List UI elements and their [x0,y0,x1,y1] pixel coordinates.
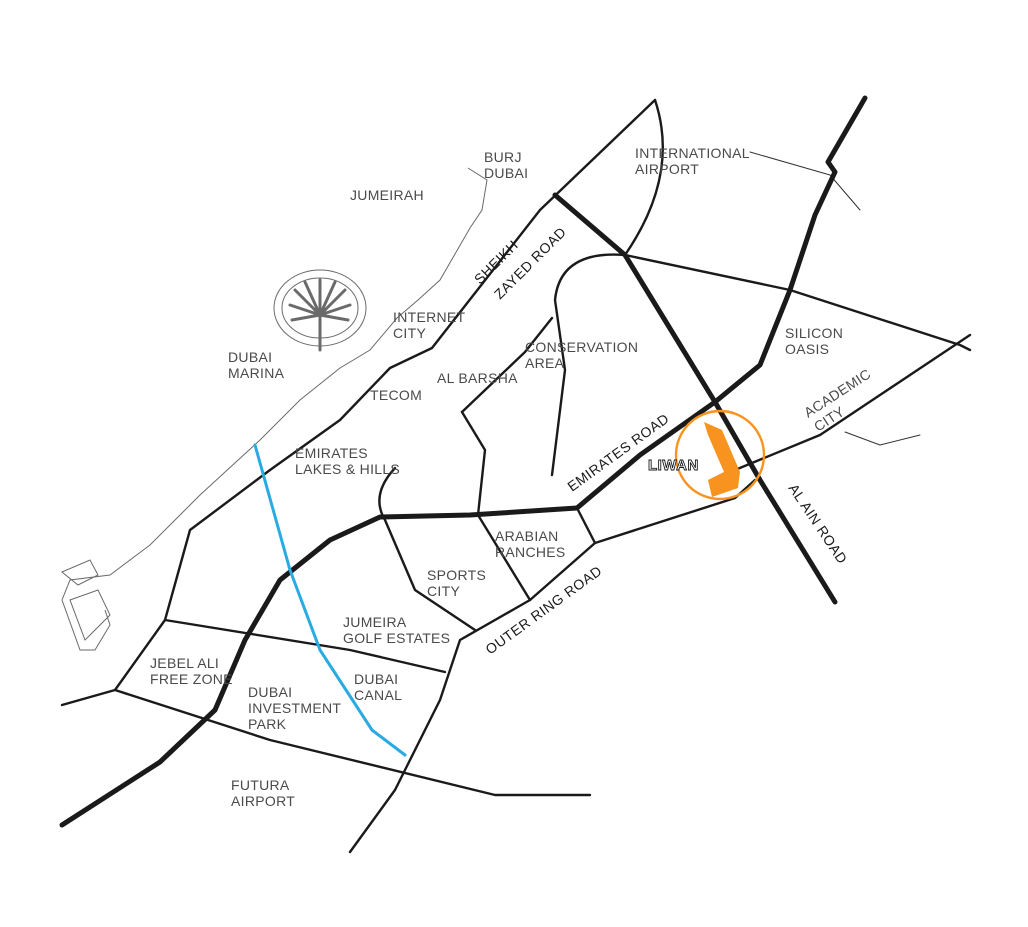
dubai-canal-label-1: DUBAI [354,671,398,687]
jebel-ali-free-zone-label-2: FREE ZONE [150,671,233,687]
al-barsha-road [460,316,554,414]
silicon-oasis-label-2: OASIS [785,341,829,357]
golf-estates-road [163,618,447,674]
sports-city-label-1: SPORTS [427,567,486,583]
internet-city-label-1: INTERNET [393,309,466,325]
palm-jumeirah [273,269,367,352]
jumeirah-label: JUMEIRAH [350,187,424,203]
international-airport-label-1: INTERNATIONAL [635,145,750,161]
dubai-canal-label-2: CANAL [354,687,402,703]
dubai-marina-label-1: DUBAI [228,349,272,365]
minor-roads [60,98,972,854]
emirates-road-label: EMIRATES ROAD [564,410,672,494]
academic-city-boundary-line [844,431,921,446]
international-airport-link [623,253,972,352]
futura-airport-label-2: AIRPORT [231,793,295,809]
dubai-investment-park-label-3: PARK [248,716,287,732]
silicon-oasis-label-1: SILICON [785,325,843,341]
academic-city-road [733,333,972,472]
emirates-lakes-hills-label-1: EMIRATES [295,445,368,461]
international-airport-label-2: AIRPORT [635,161,699,177]
south-road [60,688,592,797]
emirates-hills-road [378,466,477,632]
jebel-ali-free-zone-label-1: JEBEL ALI [150,655,219,671]
dubai-investment-park-label-1: DUBAI [248,684,292,700]
airport-loop-road [623,98,664,257]
al-barsha-label: AL BARSHA [437,370,518,386]
dubai-canal-line [253,443,407,757]
major-roads [59,95,868,828]
conservation-area-label-2: AREA [525,355,565,371]
jumeira-golf-estates-label-1: JUMEIRA [343,614,407,630]
project-name-label: LIWAN [648,457,699,474]
dubai-marina-label-2: MARINA [228,365,285,381]
arabian-ranches-label-1: ARABIAN [495,528,559,544]
futura-airport-label-1: FUTURA [231,777,290,793]
outer-ring-road [348,478,757,854]
internet-city-label-2: CITY [393,325,426,341]
tecom-label: TECOM [370,387,422,403]
airport-boundary-line [749,151,861,211]
al-ain-road-line [552,192,838,605]
dubai-investment-park-label-2: INVESTMENT [248,700,341,716]
area-labels: BURJ DUBAI JUMEIRAH INTERNATIONAL AIRPOR… [150,145,874,809]
arabian-ranches-road-west [460,410,532,602]
jumeira-golf-estates-label-2: GOLF ESTATES [343,630,450,646]
arabian-ranches-label-2: RANCHES [495,544,566,560]
project-ring [674,409,766,501]
jebel-ali-port [61,559,111,641]
liwan-project-marker[interactable]: LIWAN [648,409,766,501]
conservation-loop [550,253,627,477]
project-site-shape [704,422,740,497]
coastline [61,167,488,651]
al-ain-road-label: AL AIN ROAD [786,481,851,567]
outer-ring-road-label: OUTER RING ROAD [482,562,604,657]
burj-dubai-label-1: BURJ [484,149,522,165]
sheikh-zayed-road [113,98,657,692]
emirates-road-line [59,95,868,828]
conservation-area-label-1: CONSERVATION [525,339,638,355]
burj-dubai-label-2: DUBAI [484,165,528,181]
emirates-lakes-hills-label-2: LAKES & HILLS [295,461,400,477]
sports-city-label-2: CITY [427,583,460,599]
